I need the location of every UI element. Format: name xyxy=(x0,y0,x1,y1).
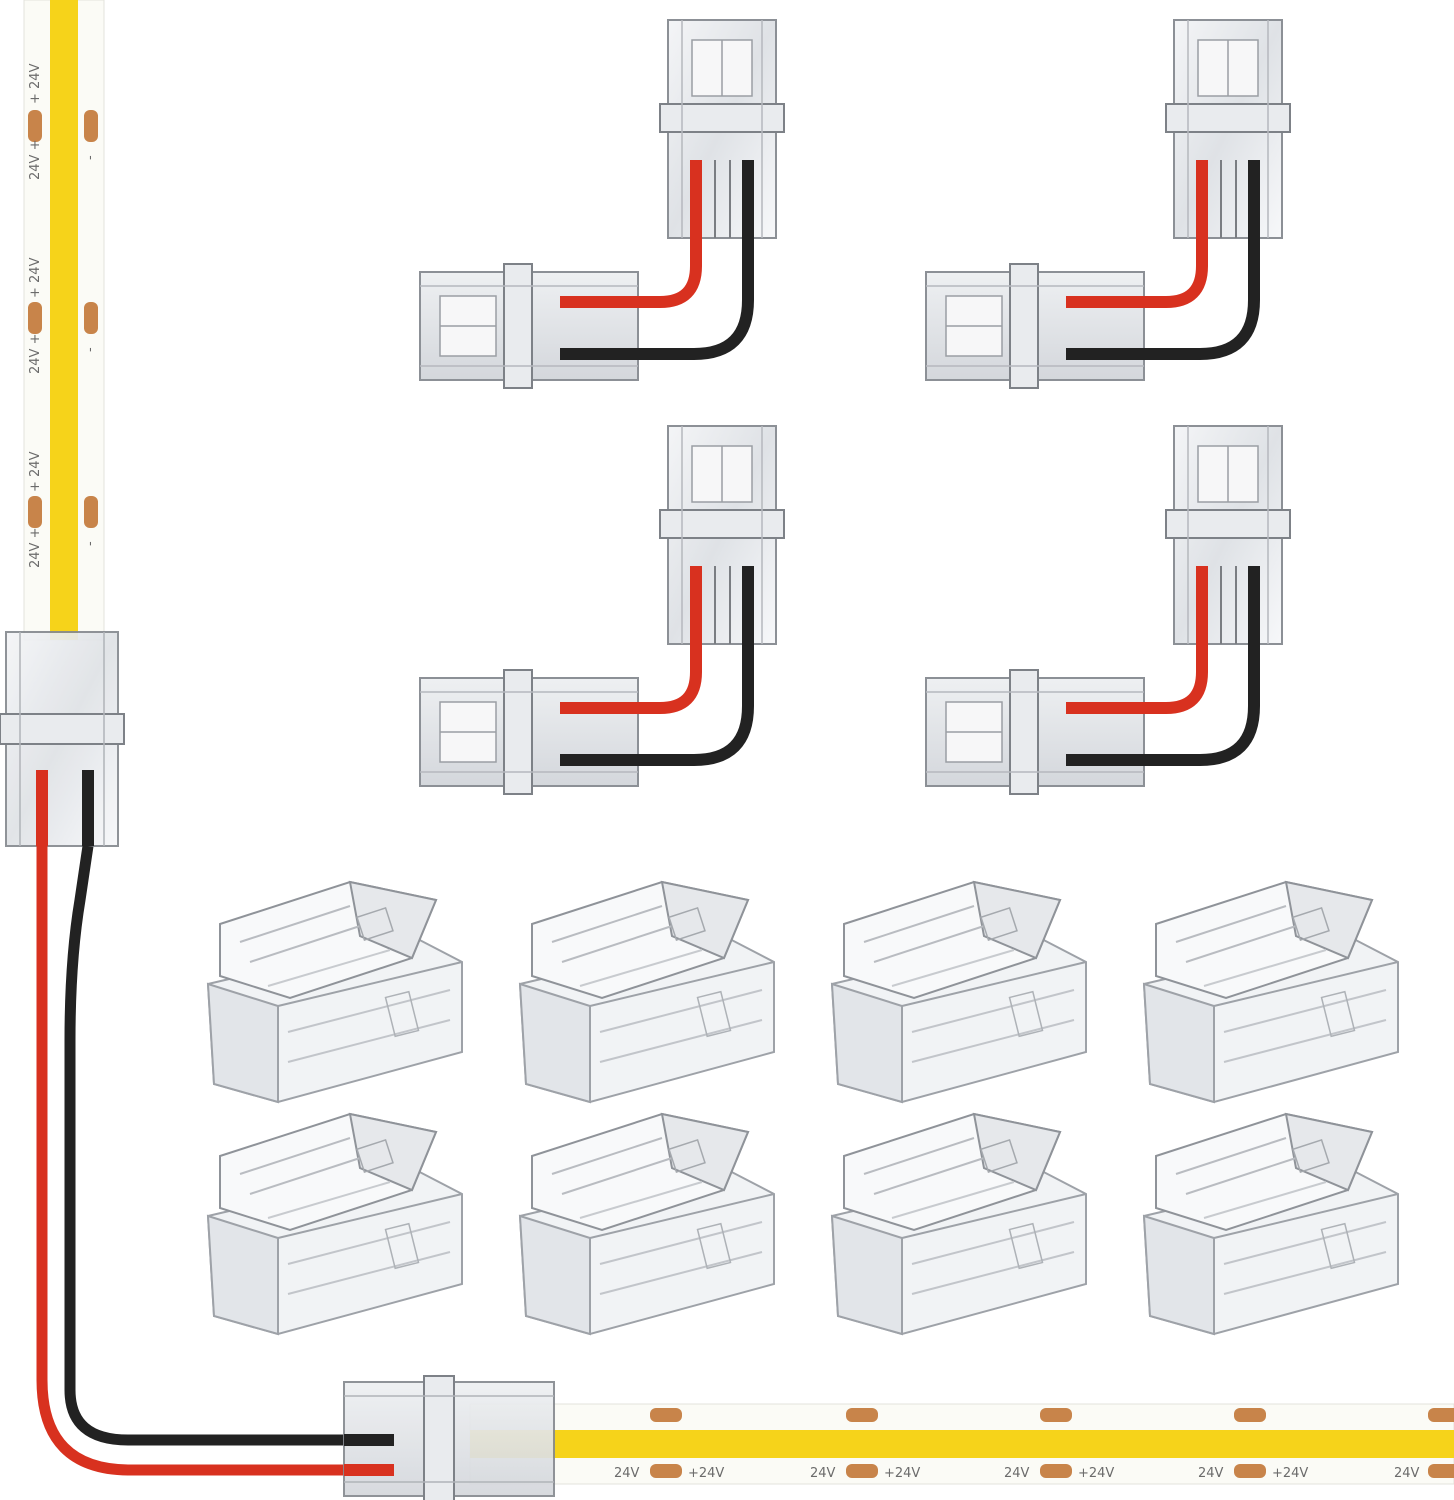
vertical-label-9: - xyxy=(83,541,98,546)
l-connector-icon xyxy=(420,20,784,388)
vertical-strip-labels: 24V + + 24V - 24V + + 24V - 24V + + 24V … xyxy=(28,63,98,568)
horizontal-label-4a: 24V xyxy=(1198,1466,1224,1481)
clip-connector-icon xyxy=(519,1113,775,1335)
l-connector-icon xyxy=(420,426,784,794)
clip-connector-icon xyxy=(207,881,463,1103)
l-connector-icon xyxy=(926,20,1290,388)
vertical-label-7: 24V + xyxy=(28,528,43,568)
horizontal-label-5a: 24V xyxy=(1394,1466,1420,1481)
vertical-label-8: + 24V xyxy=(28,451,43,492)
vertical-led-strip: 24V + + 24V - 24V + + 24V - 24V + + 24V … xyxy=(23,0,105,641)
horizontal-label-2b: +24V xyxy=(884,1466,920,1481)
vertical-label-1: 24V + xyxy=(28,140,43,180)
extension-wires xyxy=(36,845,350,1476)
clip-connector-icon xyxy=(1143,1113,1399,1335)
vertical-label-6: - xyxy=(83,347,98,352)
horizontal-label-4b: +24V xyxy=(1272,1466,1308,1481)
clip-connector-icon xyxy=(519,881,775,1103)
clip-connector-icon xyxy=(831,881,1087,1103)
vertical-strip-connector-icon xyxy=(0,631,125,847)
horizontal-label-1a: 24V xyxy=(614,1466,640,1481)
clip-connector-icon xyxy=(1143,881,1399,1103)
clip-connector-grid xyxy=(207,881,1399,1335)
vertical-label-4: 24V + xyxy=(28,334,43,374)
clip-connector-icon xyxy=(207,1113,463,1335)
horizontal-strip-pads xyxy=(650,1408,1454,1478)
horizontal-label-2a: 24V xyxy=(810,1466,836,1481)
horizontal-label-1b: +24V xyxy=(688,1466,724,1481)
horizontal-led-strip: 24V +24V 24V +24V 24V +24V 24V +24V 24V xyxy=(469,1403,1454,1485)
vertical-strip-pads xyxy=(28,110,98,528)
vertical-label-3: - xyxy=(83,155,98,160)
vertical-label-2: + 24V xyxy=(28,63,43,104)
horizontal-strip-connector-icon xyxy=(343,1375,555,1500)
clip-connector-icon xyxy=(831,1113,1087,1335)
l-connector-grid xyxy=(420,20,1290,794)
horizontal-label-3a: 24V xyxy=(1004,1466,1030,1481)
vertical-label-5: + 24V xyxy=(28,257,43,298)
l-connector-icon xyxy=(926,426,1290,794)
horizontal-label-3b: +24V xyxy=(1078,1466,1114,1481)
horizontal-strip-labels: 24V +24V 24V +24V 24V +24V 24V +24V 24V xyxy=(614,1466,1420,1481)
